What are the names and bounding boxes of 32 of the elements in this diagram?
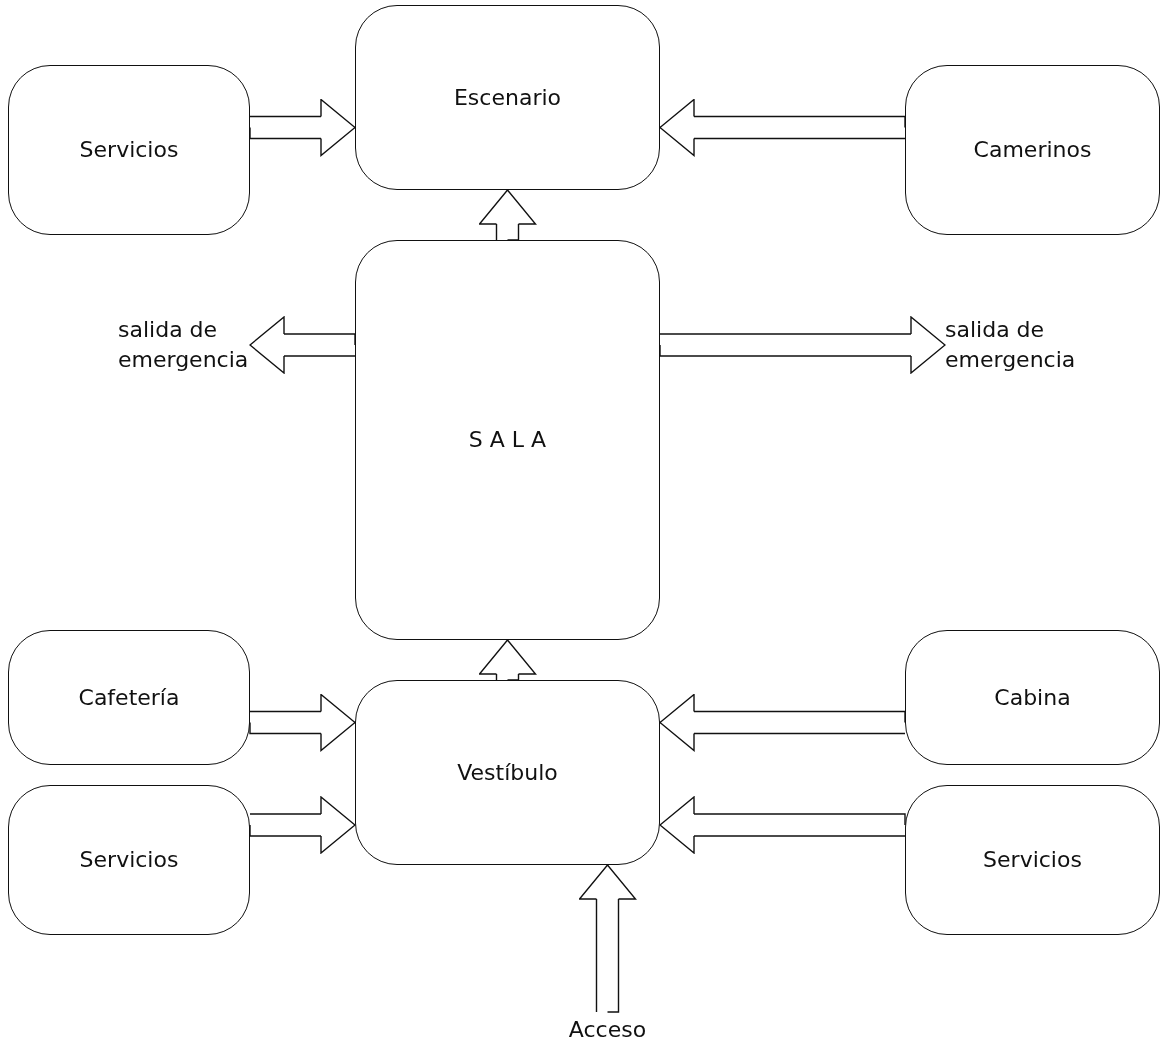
block-arrow: [249, 98, 356, 157]
block-arrow: [249, 316, 356, 374]
room-label: Cabina: [994, 683, 1071, 712]
label-text: salida de emergencia: [118, 305, 250, 385]
block-arrow: [249, 796, 356, 854]
room-label: S A L A: [468, 426, 547, 455]
room-box: [905, 785, 1160, 935]
room-box: [355, 5, 660, 190]
block-arrow: [659, 693, 906, 752]
room-label: Servicios: [79, 136, 179, 165]
room-box: [8, 785, 250, 935]
block-arrow: [659, 796, 906, 854]
room-label: Servicios: [79, 846, 179, 875]
block-arrow: [659, 98, 906, 157]
label-text: salida de emergencia: [945, 305, 1115, 385]
block-arrow: [478, 189, 537, 241]
room-label: Cafetería: [78, 683, 180, 712]
room-box: [8, 65, 250, 235]
block-arrow: [659, 316, 946, 374]
block-arrow: [478, 639, 537, 681]
room-box: [905, 630, 1160, 765]
room-label: Vestíbulo: [457, 758, 558, 787]
room-box: [355, 240, 660, 640]
room-label: Escenario: [453, 83, 561, 112]
block-arrow: [578, 864, 637, 1013]
label-text: Acceso: [555, 1012, 660, 1048]
room-box: [8, 630, 250, 765]
room-label: Camerinos: [973, 136, 1092, 165]
room-label: Servicios: [983, 846, 1082, 875]
room-box: [905, 65, 1160, 235]
block-arrow: [249, 693, 356, 752]
room-box: [355, 680, 660, 865]
